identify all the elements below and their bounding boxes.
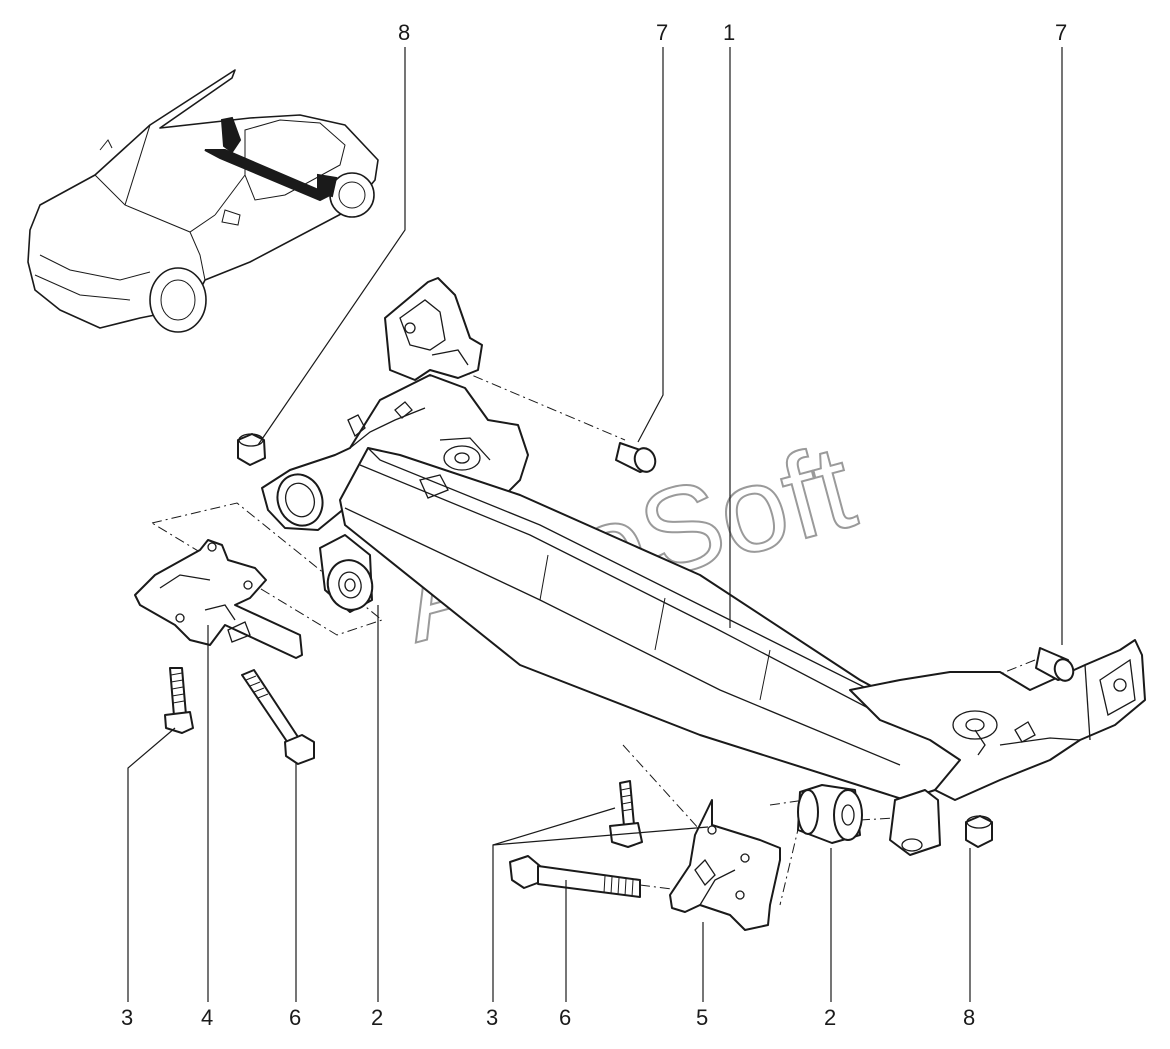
- nut-left: [237, 433, 266, 466]
- callout-numbers: 8 7 1 7 3 4 6 2 3 6 5 2 8: [121, 20, 1067, 1030]
- callout-7-top-right: 7: [1055, 20, 1067, 45]
- silent-block-left: [319, 534, 374, 613]
- leader-lines: [127, 47, 1063, 1002]
- callout-3-bottom-left: 3: [121, 1005, 133, 1030]
- car-location-thumbnail: [27, 69, 379, 333]
- bracket-left: [134, 539, 303, 659]
- plug-right: [1035, 647, 1075, 682]
- bolt-short-left: [164, 667, 194, 734]
- callout-8-bottom: 8: [963, 1005, 975, 1030]
- callout-5-bottom: 5: [696, 1005, 708, 1030]
- callout-4-bottom: 4: [201, 1005, 213, 1030]
- callout-7-top-left: 7: [656, 20, 668, 45]
- rear-beam: [261, 277, 1146, 856]
- bracket-right: [669, 799, 781, 931]
- callout-1-top: 1: [723, 20, 735, 45]
- callout-6-bottom-right: 6: [559, 1005, 571, 1030]
- bolt-short-right: [609, 780, 643, 848]
- nut-right: [965, 815, 993, 848]
- bolt-long-right: [509, 855, 641, 898]
- callout-3-bottom-right: 3: [486, 1005, 498, 1030]
- callout-8-top: 8: [398, 20, 410, 45]
- callout-6-bottom-left: 6: [289, 1005, 301, 1030]
- bolt-long-left: [241, 669, 315, 765]
- callout-2-bottom-left: 2: [371, 1005, 383, 1030]
- callout-2-bottom-right: 2: [824, 1005, 836, 1030]
- silent-block-right: [797, 784, 863, 844]
- plug-left: [615, 442, 657, 473]
